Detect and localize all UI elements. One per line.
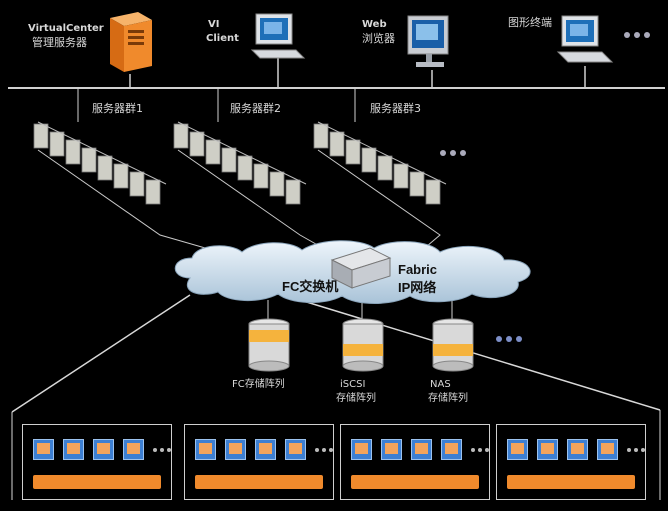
fc-storage-array-icon bbox=[248, 318, 290, 372]
more-vms-dots-icon bbox=[153, 447, 171, 452]
virtual-machine-icon bbox=[93, 439, 114, 460]
fabric-label-1: Fabric bbox=[398, 262, 438, 277]
more-terminals-dots-icon bbox=[624, 32, 650, 38]
more-storage-dots-icon bbox=[496, 336, 522, 342]
more-vms-dots-icon bbox=[315, 447, 333, 452]
hypervisor-bar bbox=[351, 475, 479, 489]
virtual-machine-icon bbox=[507, 439, 528, 460]
server-group-3-rack-icon bbox=[313, 121, 447, 205]
virtual-machine-icon bbox=[381, 439, 402, 460]
host-group-3 bbox=[340, 424, 490, 500]
nas-storage-array-icon bbox=[432, 318, 474, 372]
host-group-1 bbox=[22, 424, 172, 500]
host-group-4 bbox=[496, 424, 646, 500]
hypervisor-bar bbox=[33, 475, 161, 489]
server-group-2-rack-icon bbox=[173, 121, 307, 205]
vcenter-label-1: VirtualCenter bbox=[28, 23, 104, 34]
fc-storage-label: FC存储阵列 bbox=[232, 379, 285, 390]
more-vms-dots-icon bbox=[627, 447, 645, 452]
fc-switch-icon bbox=[330, 247, 392, 289]
virtual-machine-icon bbox=[285, 439, 306, 460]
virtual-machine-icon bbox=[597, 439, 618, 460]
virtual-machine-icon bbox=[351, 439, 372, 460]
nas-storage-label-2: 存储阵列 bbox=[428, 393, 468, 404]
host-group-2 bbox=[184, 424, 334, 500]
hypervisor-bar bbox=[507, 475, 635, 489]
graphic-terminal-label: 图形终端 bbox=[508, 16, 552, 29]
vi-client-workstation-icon bbox=[250, 13, 306, 59]
virtual-machine-icon bbox=[195, 439, 216, 460]
iscsi-storage-label-1: iSCSI bbox=[340, 379, 366, 390]
virtual-machine-icon bbox=[123, 439, 144, 460]
server-group-1-rack-icon bbox=[33, 121, 167, 205]
hypervisor-bar bbox=[195, 475, 323, 489]
web-browser-label-1: Web bbox=[362, 19, 387, 30]
more-vms-dots-icon bbox=[471, 447, 489, 452]
vcenter-server-icon bbox=[110, 12, 152, 72]
iscsi-storage-label-2: 存储阵列 bbox=[336, 393, 376, 404]
virtual-machine-icon bbox=[537, 439, 558, 460]
virtual-machine-icon bbox=[411, 439, 432, 460]
virtual-machine-icon bbox=[225, 439, 246, 460]
iscsi-storage-array-icon bbox=[342, 318, 384, 372]
vi-client-label-2: Client bbox=[206, 33, 239, 44]
web-browser-label-2: 浏览器 bbox=[362, 32, 395, 45]
fabric-label-2: IP网络 bbox=[398, 280, 437, 295]
vi-client-label-1: VI bbox=[208, 19, 220, 30]
more-server-groups-dots-icon bbox=[440, 150, 466, 156]
nas-storage-label-1: NAS bbox=[430, 379, 451, 390]
server-group-1-label: 服务器群1 bbox=[92, 102, 143, 115]
server-group-3-label: 服务器群3 bbox=[370, 102, 421, 115]
fc-switch-label: FC交换机 bbox=[282, 279, 339, 294]
virtual-machine-icon bbox=[255, 439, 276, 460]
vcenter-label-2: 管理服务器 bbox=[32, 36, 87, 49]
virtual-machine-icon bbox=[33, 439, 54, 460]
virtual-machine-icon bbox=[441, 439, 462, 460]
web-browser-monitor-icon bbox=[407, 15, 449, 67]
virtual-machine-icon bbox=[63, 439, 84, 460]
graphic-terminal-icon bbox=[556, 15, 614, 63]
virtual-machine-icon bbox=[567, 439, 588, 460]
server-group-2-label: 服务器群2 bbox=[230, 102, 281, 115]
